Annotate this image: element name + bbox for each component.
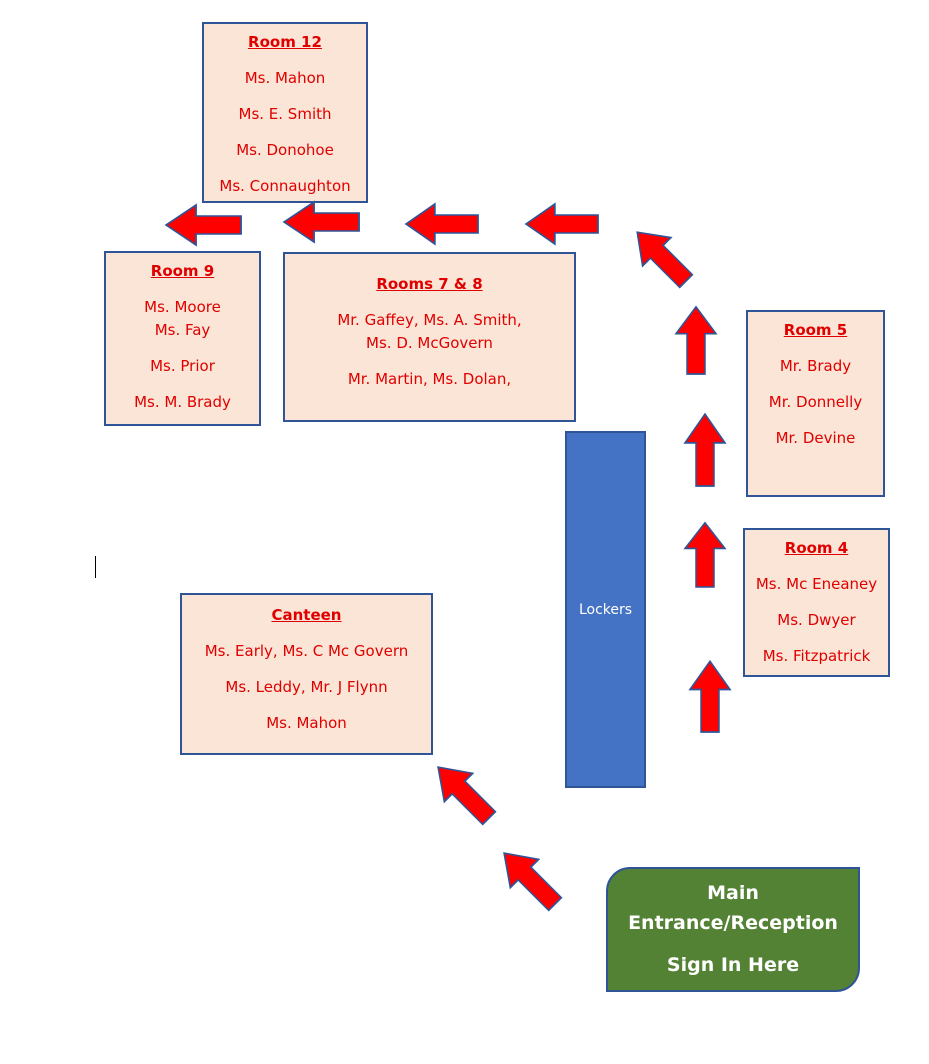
entrance-line: Main xyxy=(707,882,759,904)
room-4-teacher: Ms. Mc Eneaney xyxy=(755,575,878,593)
room-12-teacher: Ms. E. Smith xyxy=(238,105,332,123)
room-12-title: Room 12 xyxy=(248,33,322,51)
room-5-title: Room 5 xyxy=(783,321,848,339)
room-5-teacher: Mr. Devine xyxy=(775,429,856,447)
arrow-up-icon xyxy=(684,521,726,588)
entrance-line: Entrance/Reception xyxy=(628,912,838,934)
room-12-teacher: Ms. Connaughton xyxy=(219,177,351,195)
arrow-up-icon xyxy=(689,660,731,733)
arrow-up-icon xyxy=(675,305,717,375)
room-9-teacher: Ms. Prior xyxy=(150,357,215,375)
rooms-7-8-title: Rooms 7 & 8 xyxy=(376,275,483,293)
text-cursor xyxy=(95,556,96,578)
room-5-teacher: Mr. Donnelly xyxy=(768,393,863,411)
rooms-7-8-teacher: Mr. Martin, Ms. Dolan, xyxy=(347,370,512,388)
canteen-title: Canteen xyxy=(271,606,342,624)
arrow-left-icon xyxy=(165,204,242,246)
canteen-staff: Ms. Mahon xyxy=(266,714,347,732)
lockers-label: Lockers xyxy=(578,601,633,618)
arrow-up-left-icon xyxy=(622,217,701,296)
room-9-box: Room 9 Ms. Moore Ms. Fay Ms. Prior Ms. M… xyxy=(104,251,261,426)
room-12-box: Room 12 Ms. Mahon Ms. E. Smith Ms. Donoh… xyxy=(202,22,368,203)
room-9-teacher: Ms. Fay xyxy=(154,321,211,339)
canteen-box: Canteen Ms. Early, Ms. C Mc Govern Ms. L… xyxy=(180,593,433,755)
room-4-box: Room 4 Ms. Mc Eneaney Ms. Dwyer Ms. Fitz… xyxy=(743,528,890,677)
room-4-teacher: Ms. Fitzpatrick xyxy=(762,647,871,665)
main-entrance-box: Main Entrance/Reception Sign In Here xyxy=(606,867,860,992)
room-9-teacher: Ms. M. Brady xyxy=(134,393,231,411)
room-5-teacher: Mr. Brady xyxy=(779,357,852,375)
room-9-title: Room 9 xyxy=(150,262,215,280)
rooms-7-8-teacher: Ms. D. McGovern xyxy=(366,334,493,352)
canteen-staff: Ms. Early, Ms. C Mc Govern xyxy=(204,642,409,660)
room-12-teacher: Ms. Mahon xyxy=(244,69,326,87)
room-4-teacher: Ms. Dwyer xyxy=(777,611,856,629)
rooms-7-8-teacher: Mr. Gaffey, Ms. A. Smith, xyxy=(337,311,522,329)
arrow-left-icon xyxy=(405,203,479,245)
room-4-title: Room 4 xyxy=(784,539,849,557)
entrance-sign-in: Sign In Here xyxy=(666,954,800,976)
room-9-teacher: Ms. Moore xyxy=(144,298,221,316)
arrow-left-icon xyxy=(525,203,599,245)
arrow-up-left-icon xyxy=(489,838,570,919)
canteen-staff: Ms. Leddy, Mr. J Flynn xyxy=(225,678,388,696)
arrow-left-icon xyxy=(283,201,360,243)
arrow-up-left-icon xyxy=(423,752,504,833)
room-5-box: Room 5 Mr. Brady Mr. Donnelly Mr. Devine xyxy=(746,310,885,497)
arrow-up-icon xyxy=(684,413,726,487)
room-12-teacher: Ms. Donohoe xyxy=(236,141,334,159)
lockers-block: Lockers xyxy=(565,431,646,788)
rooms-7-8-box: Rooms 7 & 8 Mr. Gaffey, Ms. A. Smith, Ms… xyxy=(283,252,576,422)
